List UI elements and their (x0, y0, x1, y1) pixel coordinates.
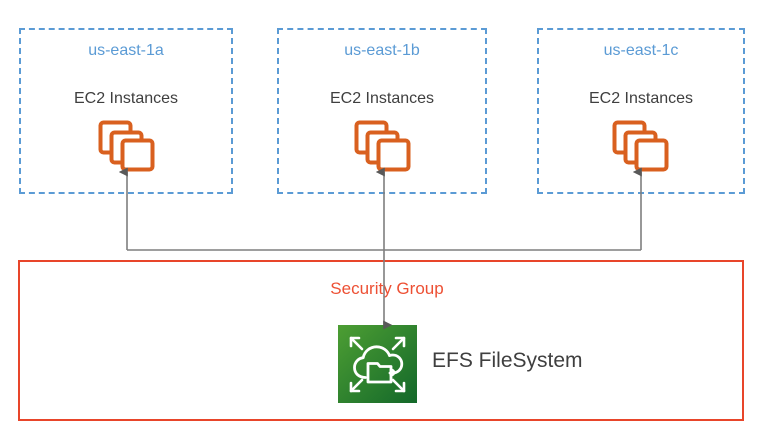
az-label-us-east-1a: us-east-1a (88, 42, 164, 59)
availability-zone-us-east-1a[interactable]: us-east-1a EC2 Instances (19, 28, 233, 194)
availability-zone-us-east-1c[interactable]: us-east-1c EC2 Instances (537, 28, 745, 194)
ec2-instances-icon[interactable] (354, 120, 412, 172)
az-resource-label-us-east-1b: EC2 Instances (329, 90, 435, 107)
security-group-label: Security Group (330, 279, 444, 298)
security-group-boundary[interactable] (18, 260, 744, 421)
efs-filesystem-label: EFS FileSystem (432, 349, 583, 372)
az-resource-label-us-east-1c: EC2 Instances (588, 90, 694, 107)
az-label-us-east-1c: us-east-1c (603, 42, 679, 59)
efs-filesystem-icon[interactable] (338, 325, 417, 403)
ec2-instances-icon[interactable] (98, 120, 156, 172)
az-resource-label-us-east-1a: EC2 Instances (73, 90, 179, 107)
ec2-instances-icon[interactable] (612, 120, 670, 172)
az-label-us-east-1b: us-east-1b (344, 42, 420, 59)
availability-zone-us-east-1b[interactable]: us-east-1b EC2 Instances (277, 28, 487, 194)
